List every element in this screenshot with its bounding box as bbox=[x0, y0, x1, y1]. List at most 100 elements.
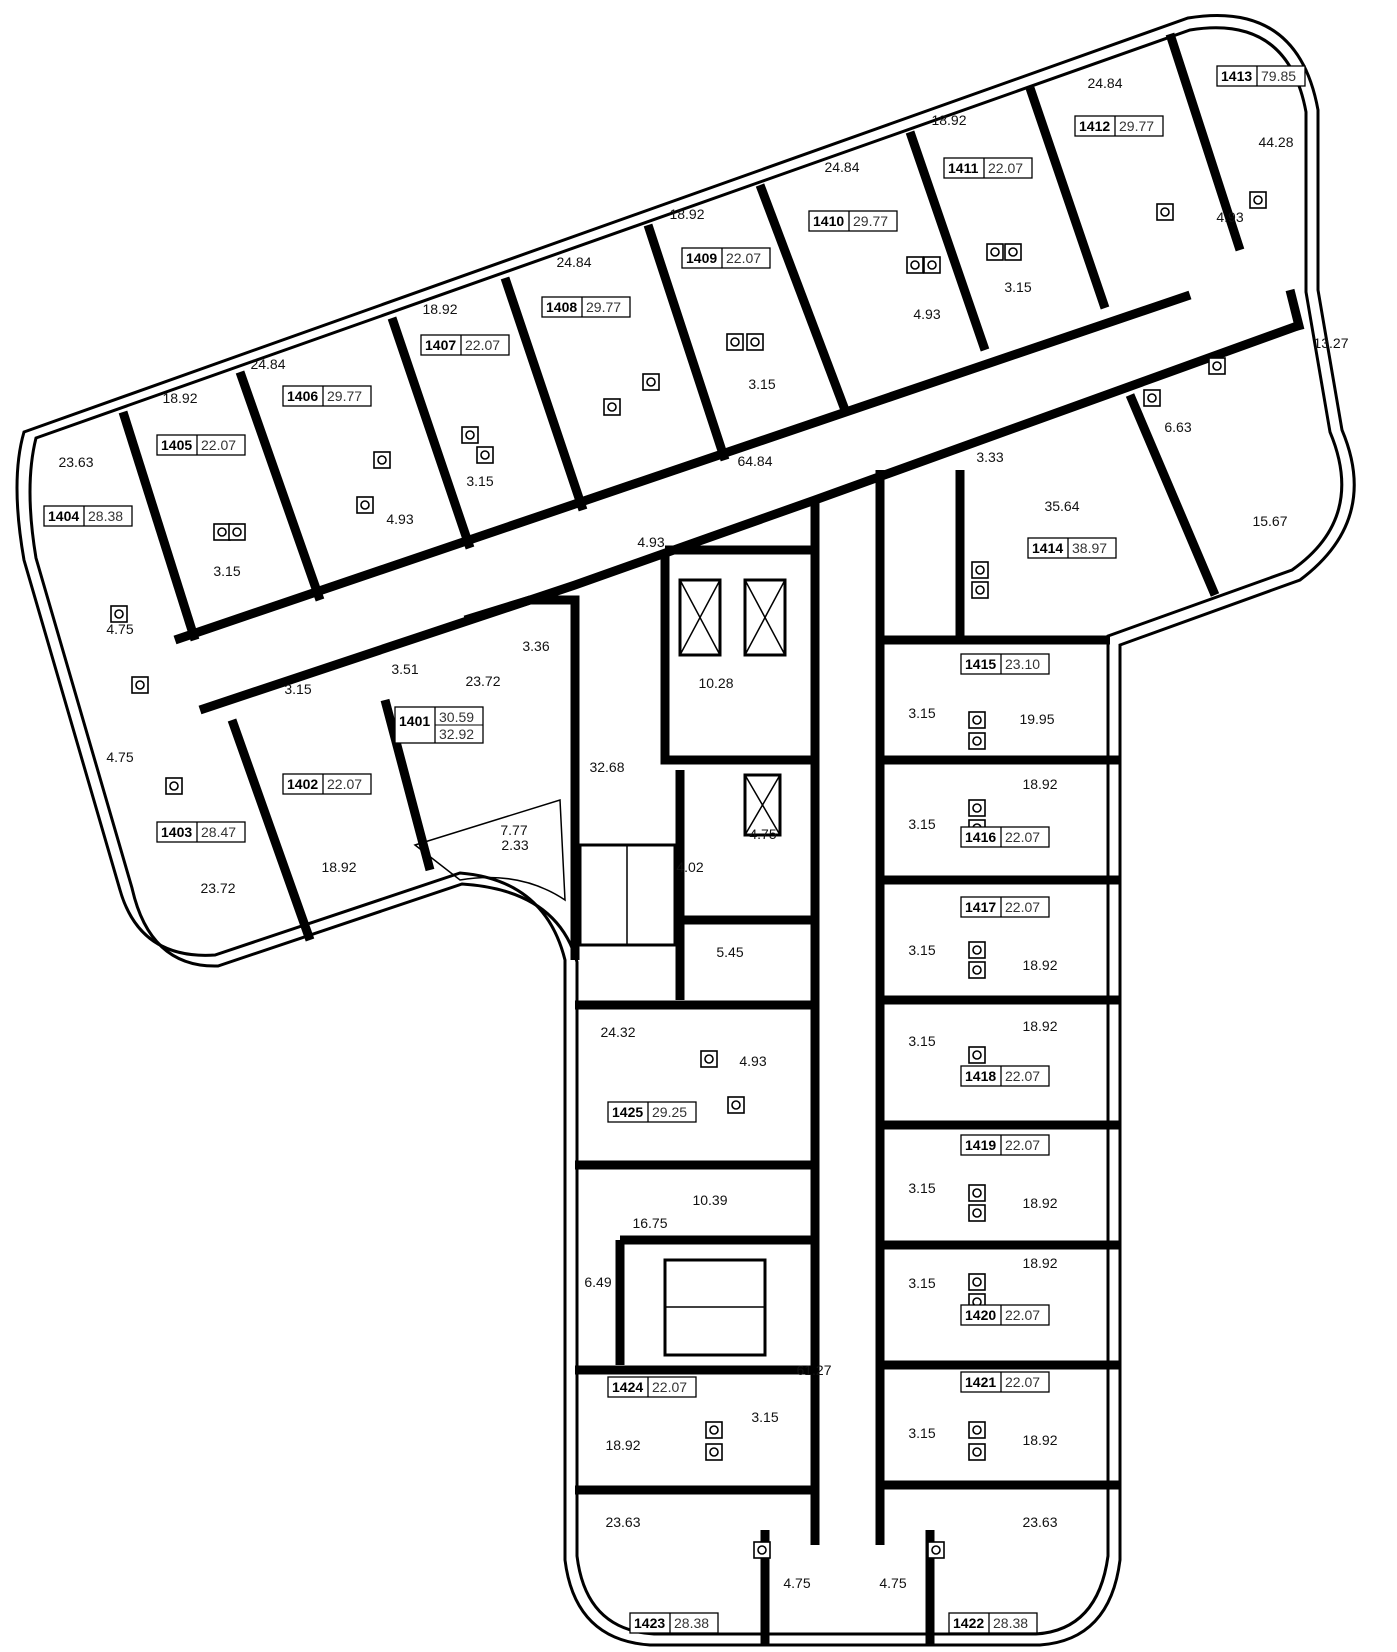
toilet-icon bbox=[110, 605, 128, 623]
unit-number: 1406 bbox=[287, 388, 318, 404]
room-area: 4.93 bbox=[1216, 209, 1243, 225]
unit-area: 22.07 bbox=[1005, 829, 1040, 845]
toilet-icon bbox=[131, 676, 149, 694]
unit-number: 1408 bbox=[546, 299, 577, 315]
room-area: 3.15 bbox=[908, 816, 935, 832]
room-area: 3.33 bbox=[976, 449, 1003, 465]
unit-number: 1414 bbox=[1032, 540, 1063, 556]
unit-area: 22.07 bbox=[465, 337, 500, 353]
toilet-icon bbox=[968, 941, 986, 959]
unit-label-1406[interactable]: 1406 29.77 bbox=[282, 385, 372, 407]
room-area: 24.32 bbox=[600, 1024, 635, 1040]
toilet-icon bbox=[968, 1443, 986, 1461]
unit-number: 1413 bbox=[1221, 68, 1252, 84]
unit-area: 38.97 bbox=[1072, 540, 1107, 556]
unit-area: 29.77 bbox=[327, 388, 362, 404]
unit-area: 79.85 bbox=[1261, 68, 1296, 84]
unit-number: 1421 bbox=[965, 1374, 996, 1390]
unit-label-1421[interactable]: 1421 22.07 bbox=[960, 1371, 1050, 1393]
room-area: 6.63 bbox=[1164, 419, 1191, 435]
toilet-icon bbox=[968, 711, 986, 729]
unit-label-1414[interactable]: 1414 38.97 bbox=[1027, 537, 1117, 559]
room-area: 4.75 bbox=[879, 1575, 906, 1591]
room-area: 4.93 bbox=[913, 306, 940, 322]
room-area: 23.63 bbox=[605, 1514, 640, 1530]
room-area: 18.92 bbox=[162, 390, 197, 406]
stair-south bbox=[663, 1258, 767, 1357]
unit-area: 29.77 bbox=[1119, 118, 1154, 134]
unit-area: 28.38 bbox=[993, 1615, 1028, 1631]
room-area: 18.92 bbox=[1022, 1018, 1057, 1034]
room-area: 3.15 bbox=[466, 473, 493, 489]
room-area: 3.15 bbox=[908, 1275, 935, 1291]
toilet-icon bbox=[971, 581, 989, 599]
unit-number: 1412 bbox=[1079, 118, 1110, 134]
terrace-hatch bbox=[413, 798, 566, 902]
room-area: 23.72 bbox=[200, 880, 235, 896]
unit-number: 1424 bbox=[612, 1379, 643, 1395]
toilet-icon bbox=[727, 1096, 745, 1114]
toilet-icon bbox=[968, 799, 986, 817]
unit-number: 1415 bbox=[965, 656, 996, 672]
toilet-icon bbox=[923, 256, 941, 274]
room-area: 24.84 bbox=[250, 356, 285, 372]
room-area: 3.15 bbox=[908, 942, 935, 958]
unit-area: 22.07 bbox=[726, 250, 761, 266]
toilet-icon bbox=[726, 333, 744, 351]
building-envelope bbox=[15, 13, 1356, 1647]
toilet-icon bbox=[165, 777, 183, 795]
room-area: 3.36 bbox=[522, 638, 549, 654]
toilet-icon bbox=[700, 1050, 718, 1068]
room-area: 61.27 bbox=[796, 1362, 831, 1378]
unit-area: 28.47 bbox=[201, 824, 236, 840]
unit-label-1413[interactable]: 1413 79.85 bbox=[1216, 65, 1306, 87]
room-area: 4.93 bbox=[739, 1053, 766, 1069]
unit-label-1424[interactable]: 1424 22.07 bbox=[607, 1376, 697, 1398]
unit-number: 1401 bbox=[399, 713, 430, 729]
unit-area: 22.07 bbox=[201, 437, 236, 453]
toilet-icon bbox=[1156, 203, 1174, 221]
toilet-icon bbox=[1143, 389, 1161, 407]
room-area: 4.75 bbox=[106, 749, 133, 765]
room-area: 15.67 bbox=[1252, 513, 1287, 529]
room-area: 5.45 bbox=[716, 944, 743, 960]
room-area: 3.15 bbox=[284, 681, 311, 697]
unit-area: 22.07 bbox=[1005, 1374, 1040, 1390]
room-area: 18.92 bbox=[1022, 1195, 1057, 1211]
unit-area: 22.07 bbox=[652, 1379, 687, 1395]
unit-number: 1416 bbox=[965, 829, 996, 845]
elevator-3 bbox=[743, 773, 782, 837]
unit-label-1412[interactable]: 1412 29.77 bbox=[1074, 115, 1164, 137]
unit-number: 1411 bbox=[948, 160, 979, 176]
unit-number: 1410 bbox=[813, 213, 844, 229]
toilet-icon bbox=[476, 446, 494, 464]
room-area: 2.33 bbox=[501, 837, 528, 853]
toilet-icon bbox=[968, 961, 986, 979]
toilet-icon bbox=[1208, 357, 1226, 375]
room-area-labels: 23.6318.9224.8418.9224.8418.9224.8418.92… bbox=[58, 75, 1348, 1591]
unit-label-1416[interactable]: 1416 22.07 bbox=[960, 826, 1050, 848]
core bbox=[413, 578, 787, 1357]
toilet-icon bbox=[746, 333, 764, 351]
room-area: 64.84 bbox=[737, 453, 772, 469]
stair-north bbox=[578, 843, 677, 947]
room-area: 23.72 bbox=[465, 673, 500, 689]
